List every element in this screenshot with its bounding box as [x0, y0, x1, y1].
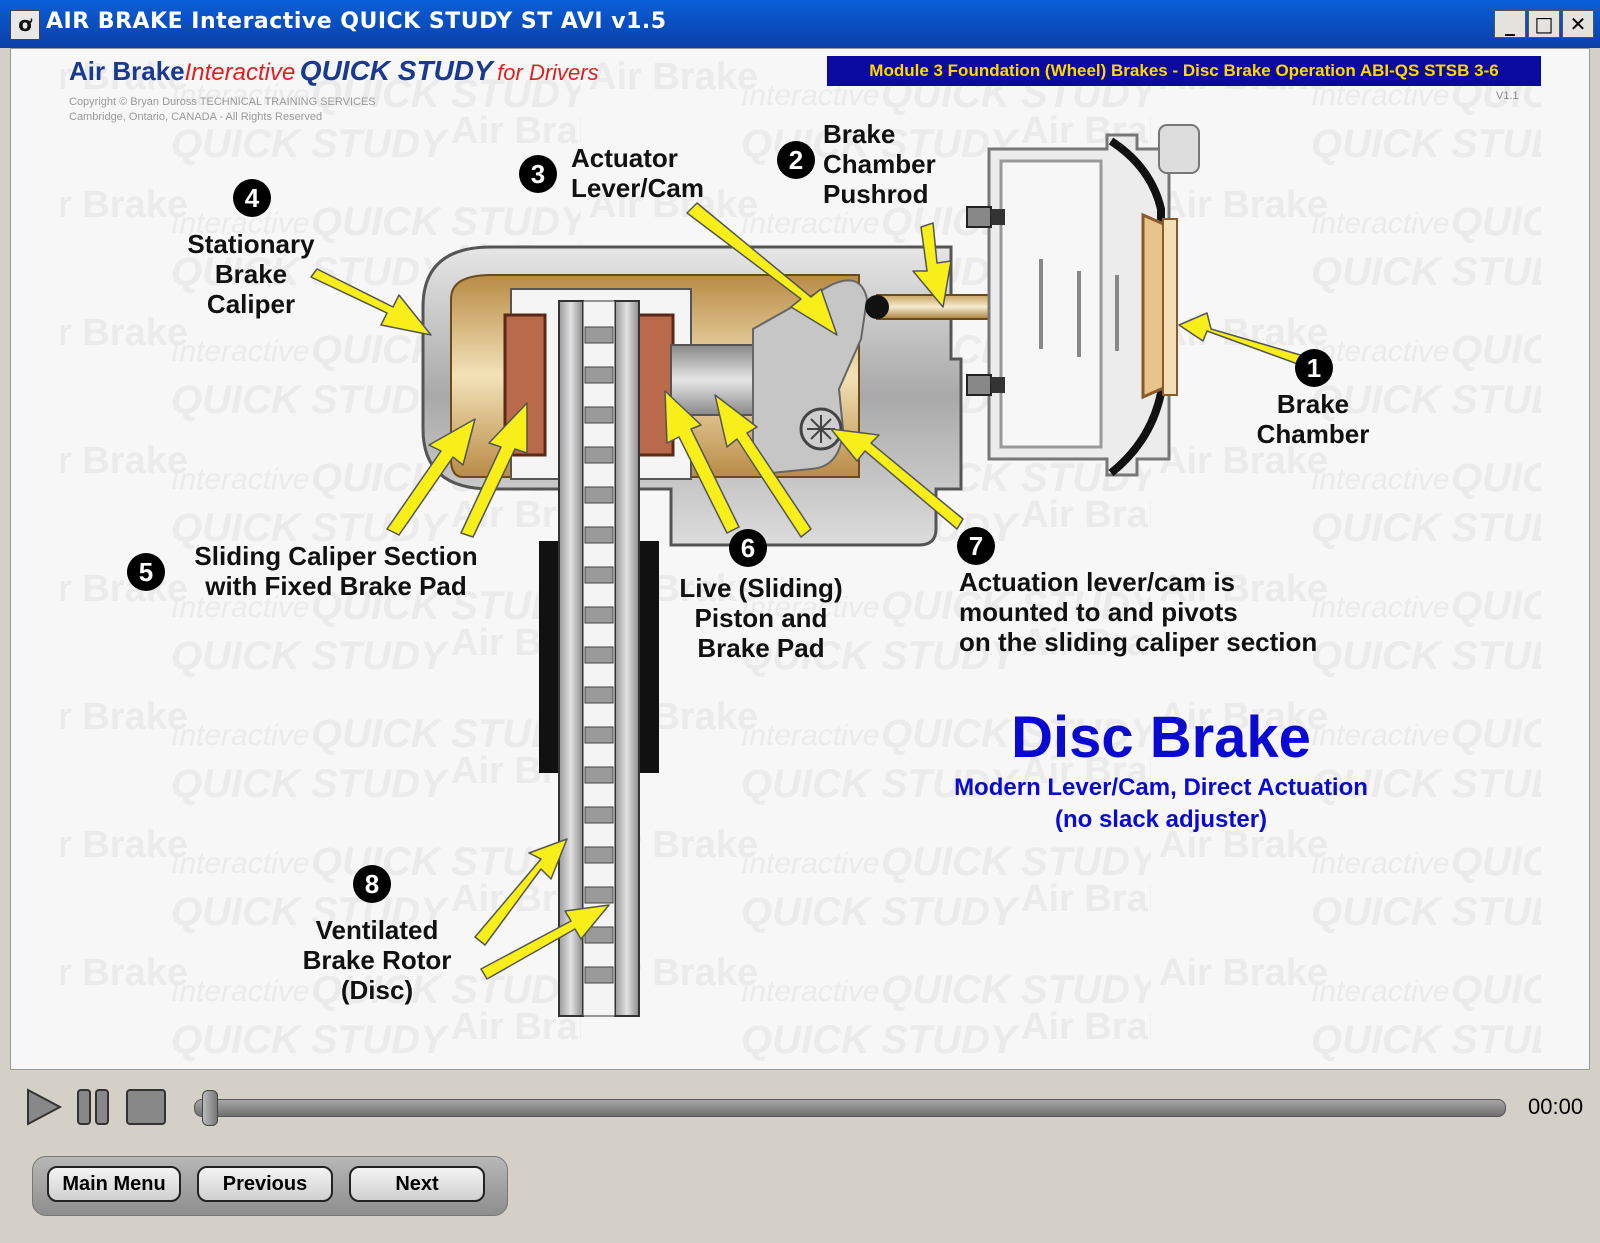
content-stage: Air Brake Interactive QUICK STUDY Intera…: [10, 48, 1590, 1070]
callout-8-line-2: Brake Rotor: [302, 945, 452, 975]
callout-5-label: Sliding Caliper Section with Fixed Brake…: [171, 541, 501, 601]
close-button[interactable]: ✕: [1562, 10, 1594, 38]
callout-4-line-3: Caliper: [206, 289, 296, 319]
callout-8-label: Ventilated Brake Rotor (Disc): [287, 915, 467, 1005]
callout-4-line-1: Stationary: [187, 229, 315, 259]
arrow-rotor-2: [480, 904, 610, 980]
callout-8-line-1: Ventilated: [315, 915, 439, 945]
ventilated-brake-rotor: [558, 300, 584, 1017]
copyright-notice: Copyright © Bryan Duross TECHNICAL TRAIN…: [69, 95, 376, 125]
callout-6-badge: 6: [729, 529, 767, 567]
navigation-bar: Main Menu Previous Next: [32, 1156, 508, 1216]
app-icon: ơ: [10, 10, 40, 40]
callout-2-label: Brake Chamber Pushrod: [823, 119, 936, 209]
seek-thumb[interactable]: [202, 1090, 218, 1126]
callout-1-badge: 1: [1295, 349, 1333, 387]
module-banner: Module 3 Foundation (Wheel) Brakes - Dis…: [827, 56, 1541, 86]
window-titlebar: ơ AIR BRAKE Interactive QUICK STUDY ST A…: [0, 0, 1600, 48]
brand-for-drivers: for Drivers: [497, 60, 599, 85]
time-readout: 00:00: [1528, 1094, 1584, 1119]
callout-1-label: Brake Chamber: [1233, 389, 1393, 449]
diagram-heading: Disc Brake: [1011, 705, 1311, 770]
callout-1-line-2: Chamber: [1256, 419, 1370, 449]
previous-button[interactable]: Previous: [197, 1166, 333, 1202]
pause-icon[interactable]: [74, 1086, 114, 1128]
callout-2-line-3: Pushrod: [823, 179, 929, 209]
media-player: 00:00: [10, 1070, 1590, 1145]
callout-6-line-1: Live (Sliding): [679, 573, 843, 603]
main-menu-button[interactable]: Main Menu: [47, 1166, 181, 1202]
subheading-line-1: Modern Lever/Cam, Direct Actuation: [954, 774, 1368, 801]
disc-brake-diagram: [310, 124, 1322, 1017]
brand-logo: Air BrakeInteractive QUICK STUDY for Dri…: [69, 55, 599, 87]
version-label: V1.1: [1496, 90, 1519, 102]
callout-6-label: Live (Sliding) Piston and Brake Pad: [661, 573, 861, 663]
callout-7-line-1: Actuation lever/cam is: [959, 567, 1235, 597]
callout-5-badge: 5: [127, 553, 165, 591]
subheading-line-2: (no slack adjuster): [1054, 806, 1268, 833]
callout-3-badge: 3: [519, 155, 557, 193]
window-title: AIR BRAKE Interactive QUICK STUDY ST AVI…: [46, 9, 667, 34]
arrow-lever-cam: [686, 202, 838, 336]
copyright-line-2: Cambridge, Ontario, CANADA - All Rights …: [69, 111, 323, 123]
callout-7-line-2: mounted to and pivots: [959, 597, 1238, 627]
arrow-pushrod: [912, 222, 952, 308]
brand-quick-study: QUICK STUDY: [299, 55, 493, 86]
arrow-fixed-pad-2: [460, 402, 528, 538]
callout-4-label: Stationary Brake Caliper: [161, 229, 341, 319]
brand-interactive: Interactive: [184, 59, 296, 86]
callout-2-badge: 2: [777, 141, 815, 179]
arrow-cam-pivot: [830, 428, 964, 530]
callout-7-line-3: on the sliding caliper section: [959, 627, 1318, 657]
callout-8-line-3: (Disc): [340, 975, 414, 1005]
callout-6-line-3: Brake Pad: [697, 633, 825, 663]
arrow-piston-pad-1: [664, 390, 740, 534]
arrow-stationary-caliper: [310, 268, 432, 336]
callout-7-badge: 7: [957, 527, 995, 565]
seek-track[interactable]: [194, 1099, 1506, 1117]
callout-3-line-2: Lever/Cam: [571, 173, 704, 203]
callout-2-line-2: Chamber: [823, 149, 936, 179]
arrow-fixed-pad-1: [386, 418, 476, 536]
callout-6-line-2: Piston and: [694, 603, 828, 633]
callout-4-badge: 4: [233, 179, 271, 217]
watermark-pattern: Air Brake Interactive QUICK STUDY Intera…: [61, 49, 1541, 1069]
play-icon[interactable]: [24, 1086, 64, 1128]
arrow-rotor-1: [474, 838, 568, 946]
callout-8-badge: 8: [353, 865, 391, 903]
minimize-button[interactable]: _: [1494, 10, 1526, 38]
maximize-button[interactable]: □: [1528, 10, 1560, 38]
callout-5-line-1: Sliding Caliper Section: [194, 541, 478, 571]
stop-icon[interactable]: [124, 1086, 168, 1128]
brand-air-brake: Air Brake: [69, 56, 185, 86]
live-piston: [670, 344, 754, 416]
callout-1-line-1: Brake: [1276, 389, 1350, 419]
callout-5-line-2: with Fixed Brake Pad: [205, 571, 467, 601]
arrow-piston-pad-2: [714, 394, 812, 538]
callout-4-line-2: Brake: [214, 259, 288, 289]
copyright-line-1: Copyright © Bryan Duross TECHNICAL TRAIN…: [69, 96, 376, 108]
diagram-subheading: Modern Lever/Cam, Direct Actuation (no s…: [881, 772, 1441, 836]
callout-3-line-1: Actuator: [571, 143, 678, 173]
callout-2-line-1: Brake: [823, 119, 896, 149]
callout-7-label: Actuation lever/cam is mounted to and pi…: [959, 567, 1317, 657]
callout-3-label: Actuator Lever/Cam: [571, 143, 704, 203]
next-button[interactable]: Next: [349, 1166, 485, 1202]
